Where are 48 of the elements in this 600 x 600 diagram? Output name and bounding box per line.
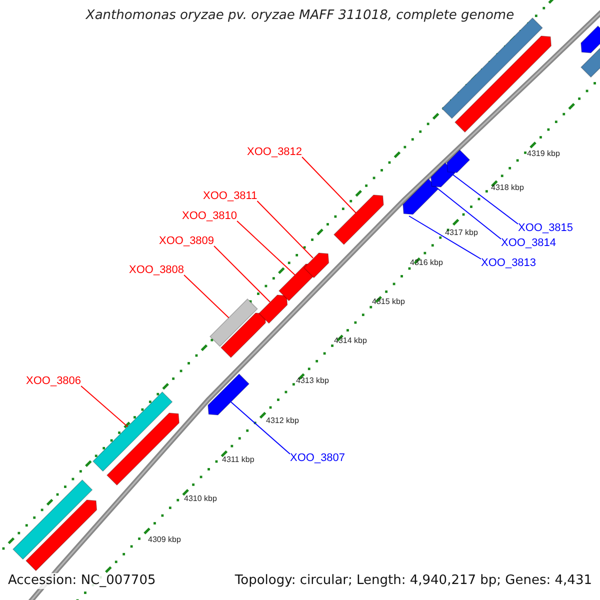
gene-label: XOO_3814 [501, 237, 556, 250]
pointed-gene-block [220, 312, 266, 358]
gene-block [210, 299, 258, 347]
pointed-gene-block [580, 26, 600, 54]
scale-label: 4314 kbp [334, 336, 367, 346]
scale-label: 4317 kbp [445, 228, 478, 238]
gene-label: XOO_3807 [290, 452, 346, 465]
scale-label: 4311 kbp [222, 455, 254, 465]
scale-label: 4312 kbp [266, 416, 299, 426]
leader-line [452, 174, 518, 224]
leader-line [236, 220, 296, 276]
gene-label: XOO_3815 [518, 222, 574, 235]
scale-label: 4316 kbp [410, 258, 443, 268]
pointed-gene-block [304, 252, 328, 278]
gene-label: XOO_3809 [159, 235, 214, 248]
leader-line [436, 188, 502, 240]
footer-text: Accession: NC_007705 [8, 573, 156, 589]
pointed-gene-block [403, 179, 439, 215]
scale-label: 4315 kbp [372, 297, 405, 307]
gene-label: XOO_3806 [26, 375, 82, 388]
leader-line [214, 246, 270, 302]
leader-line [256, 200, 314, 258]
gene-block [93, 392, 173, 472]
leader-line [230, 402, 290, 454]
footer-text: Topology: circular; Length: 4,940,217 bp; Genes: 4,431 [234, 573, 592, 589]
pointed-gene-block [106, 413, 179, 486]
gene-label: XOO_3810 [182, 210, 238, 223]
gene-label: XOO_3812 [247, 146, 302, 159]
gene-block [13, 480, 93, 560]
gene-label: XOO_3811 [203, 190, 258, 203]
diagram-title: Xanthomonas oryzae pv. oryzae MAFF 311018, complete genome [86, 8, 514, 23]
pointed-gene-block [446, 150, 470, 172]
leader-line [408, 216, 482, 260]
pointed-gene-block [26, 500, 96, 570]
pointed-gene-block [334, 195, 384, 245]
scale-label: 4318 kbp [491, 183, 524, 193]
scale-label: 4309 kbp [148, 535, 181, 545]
scale-label: 4310 kbp [184, 494, 217, 504]
scale-label: 4313 kbp [296, 376, 329, 386]
pointed-gene-block [258, 294, 288, 324]
leader-line [80, 386, 128, 428]
pointed-gene-block [454, 36, 551, 132]
leader-line [184, 274, 230, 318]
gene-label: XOO_3808 [129, 264, 184, 277]
leader-line [302, 156, 356, 214]
gene-label: XOO_3813 [481, 257, 536, 270]
scale-label: 4319 kbp [527, 149, 560, 159]
pointed-gene-block [208, 374, 249, 416]
